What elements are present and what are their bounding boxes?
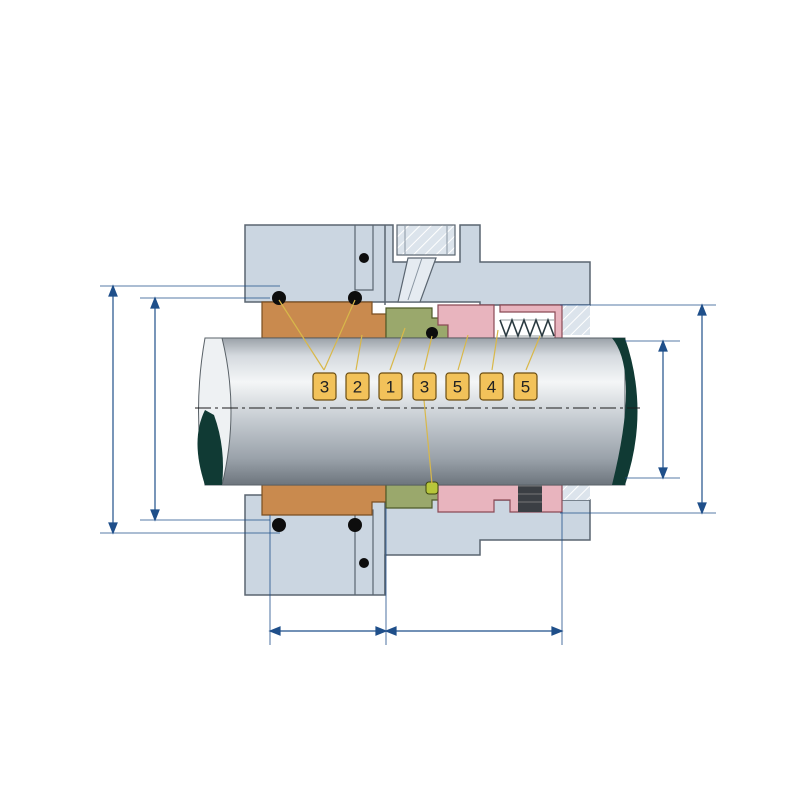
part-badge: 1 [378,372,403,401]
part-badge-label: 5 [521,378,530,397]
part-badge-label: 3 [320,378,329,397]
part-badge-label: 4 [487,378,496,397]
part-badge: 4 [479,372,504,401]
notch-oring-bottom [359,558,369,568]
oring-seat-top-right [348,291,362,305]
oring-seat-top-left [272,291,286,305]
part-badge-label: 5 [453,378,462,397]
spring [499,317,555,339]
part-badge: 5 [513,372,538,401]
part-badge-label: 3 [420,378,429,397]
part-badge-label: 1 [386,378,395,397]
part-badge: 3 [412,372,437,401]
part-badges: 3 2 1 3 5 4 5 [312,372,538,401]
part-badge-label: 2 [353,378,362,397]
shaft-end-right [612,338,638,485]
housing [244,224,591,596]
oring-seat-bottom-left [272,518,286,532]
stationary-seat-bottom [261,484,387,516]
stationary-seat-top [261,301,387,339]
threaded-port [396,224,456,256]
leader-lines [278,299,541,485]
shaft [197,337,638,486]
shaft-body [204,337,626,486]
part-badge: 3 [312,372,337,401]
oring-seat-bottom-right [348,518,362,532]
part-badge: 2 [345,372,370,401]
notch-oring-top [359,253,369,263]
oring-face-top [426,327,438,339]
dimension-lines [100,284,716,645]
flush-channel [397,257,437,303]
o-rings [272,291,439,532]
part-badge: 5 [445,372,470,401]
